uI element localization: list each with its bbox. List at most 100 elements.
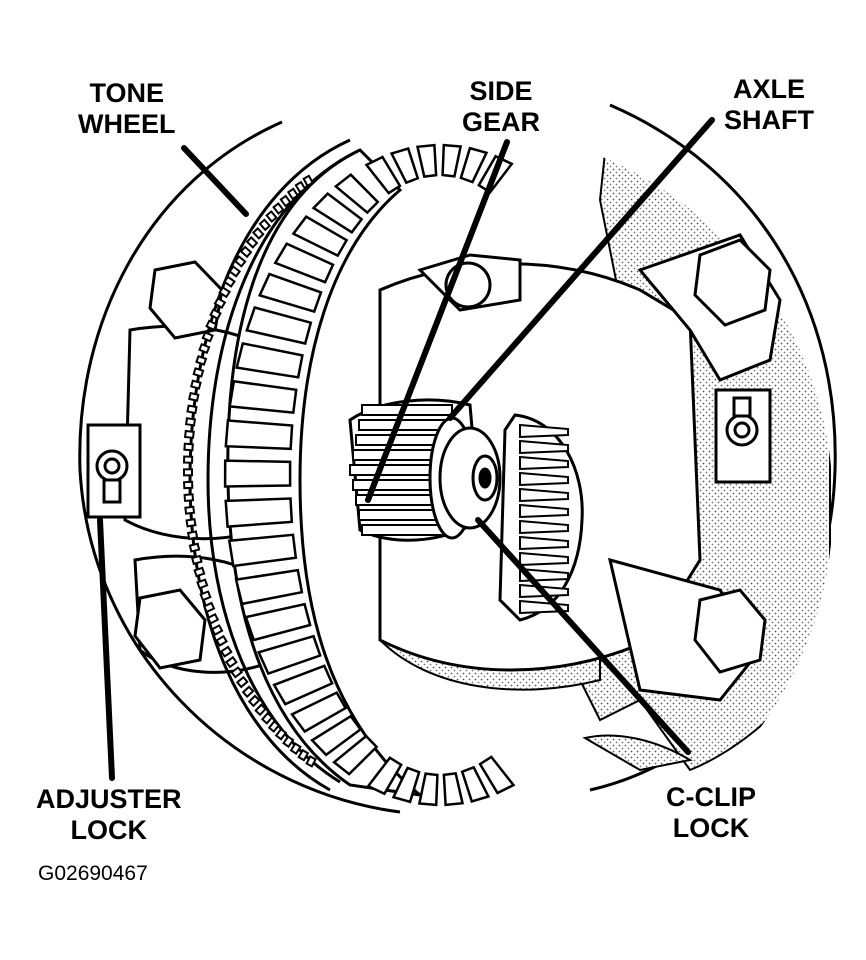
tone-tooth: [286, 187, 300, 201]
pinion-tooth: [519, 455, 569, 471]
ring-gear-teeth: [223, 143, 516, 807]
tone-tooth: [188, 391, 200, 402]
tone-tooth: [186, 530, 199, 541]
tone-tooth: [260, 711, 274, 725]
tone-tooth: [297, 748, 310, 762]
ring-tooth: [391, 766, 421, 804]
label-adjuster-lock: ADJUSTER LOCK: [36, 784, 182, 846]
tone-tooth: [183, 442, 194, 452]
pinion-tooth: [519, 535, 569, 551]
tone-tooth: [209, 308, 222, 320]
label-line: LOCK: [70, 815, 148, 845]
figure-code: G02690467: [38, 862, 148, 885]
ring-tooth: [460, 765, 491, 803]
tone-tooth: [274, 727, 288, 741]
label-c-clip-lock: C-CLIP LOCK: [666, 782, 756, 844]
leader-c-clip-lock: [475, 517, 691, 755]
pinion-tooth: [519, 439, 569, 455]
tone-tooth: [228, 265, 242, 278]
tone-tooth: [218, 286, 231, 299]
label-line: WHEEL: [78, 109, 176, 139]
leader-lines: [97, 117, 715, 781]
pinion-tooth: [519, 519, 569, 535]
tone-tooth: [190, 554, 203, 566]
tone-tooth: [225, 655, 238, 669]
tone-tooth: [184, 417, 197, 427]
tone-tooth: [279, 194, 292, 208]
tone-tooth: [206, 612, 220, 625]
ring-tooth: [290, 690, 348, 734]
side-tooth: [349, 464, 441, 476]
ring-tooth: [332, 734, 379, 776]
tone-tooth: [182, 455, 194, 464]
leader-side-gear: [365, 139, 510, 503]
label-line: SIDE: [469, 76, 533, 106]
side-tooth: [358, 419, 450, 431]
ring-tooth: [257, 272, 323, 314]
leader-tone-wheel: [181, 145, 249, 217]
label-line: ADJUSTER: [36, 784, 182, 814]
tone-tooth: [199, 590, 212, 602]
tone-tooth: [289, 742, 302, 755]
ring-tooth: [333, 173, 380, 215]
side-tooth: [352, 449, 444, 461]
tone-tooth: [254, 703, 267, 717]
label-line: SHAFT: [724, 105, 814, 135]
tone-tooth: [239, 245, 253, 259]
tone-tooth: [230, 666, 244, 679]
label-line: LOCK: [672, 813, 750, 843]
tone-tooth: [201, 331, 214, 343]
label-line: AXLE: [732, 74, 805, 104]
tone-tooth: [183, 480, 194, 490]
tone-tooth: [195, 354, 208, 366]
tone-tooth: [305, 755, 317, 768]
tone-tooth: [182, 468, 194, 477]
ring-tooth: [223, 459, 292, 488]
tone-tooth: [185, 518, 197, 528]
tone-tooth: [186, 404, 198, 415]
ring-tooth: [389, 147, 420, 185]
label-tone-wheel: TONE WHEEL: [78, 78, 176, 140]
ring-tooth: [234, 568, 304, 606]
tone-tooth: [258, 218, 272, 232]
tone-tooth: [245, 236, 259, 249]
ring-tooth: [227, 533, 298, 568]
tone-tooth: [215, 634, 228, 647]
tone-tooth: [202, 601, 216, 614]
tone-tooth: [223, 275, 236, 288]
pinion-tooth: [519, 471, 569, 487]
tone-tooth: [282, 735, 295, 748]
tone-tooth: [184, 505, 196, 515]
ring-gear: [223, 143, 516, 807]
tone-tooth: [267, 720, 281, 733]
ring-tooth: [310, 714, 363, 757]
pinion-tooth: [519, 423, 569, 439]
pinion-gear-teeth: [519, 423, 569, 615]
cap-bolts: [133, 238, 772, 674]
ring-tooth: [228, 379, 298, 414]
tone-tooth: [241, 685, 255, 699]
tone-tooth: [213, 297, 227, 309]
label-side-gear: SIDE GEAR: [462, 76, 540, 138]
ring-tooth: [224, 419, 294, 451]
ring-tooth: [272, 664, 334, 706]
ring-tooth: [364, 155, 402, 195]
tone-tooth: [219, 645, 233, 658]
tone-tooth: [193, 566, 206, 578]
ring-tooth: [244, 602, 312, 642]
tone-wheel: [182, 138, 361, 792]
tone-tooth: [272, 202, 285, 215]
tone-tooth: [205, 319, 218, 332]
label-axle-shaft: AXLE SHAFT: [724, 74, 814, 136]
tone-tooth: [198, 342, 211, 355]
ring-tooth: [366, 756, 403, 796]
tone-tooth: [188, 542, 201, 553]
ring-tooth: [441, 143, 463, 178]
tone-tooth: [265, 210, 278, 223]
tone-tooth: [190, 379, 202, 390]
tone-tooth: [235, 675, 249, 689]
ring-tooth: [245, 305, 313, 345]
ring-tooth: [417, 772, 439, 807]
tone-tooth: [183, 493, 195, 503]
